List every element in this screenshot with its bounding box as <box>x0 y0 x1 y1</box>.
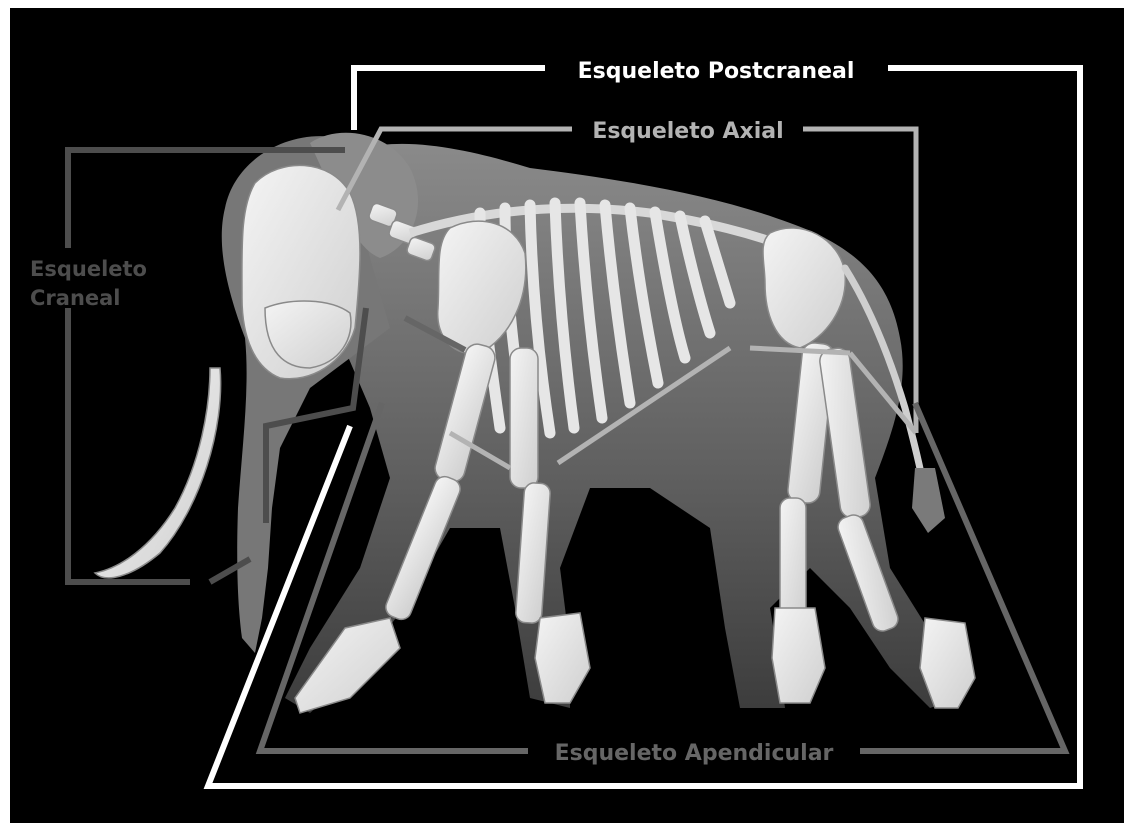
label-axial: Esqueleto Axial <box>592 119 783 144</box>
label-craneal-line2: Craneal <box>30 286 121 310</box>
diagram-canvas: Esqueleto Postcraneal Esqueleto Axial Es… <box>10 8 1124 823</box>
label-craneal-line1: Esqueleto <box>30 257 147 281</box>
tail-tuft <box>912 468 945 533</box>
label-postcraneal: Esqueleto Postcraneal <box>578 59 855 84</box>
label-apendicular: Esqueleto Apendicular <box>555 741 834 766</box>
elephant-skeleton-diagram: Esqueleto Postcraneal Esqueleto Axial Es… <box>10 8 1124 823</box>
tusk-bone <box>95 368 221 578</box>
